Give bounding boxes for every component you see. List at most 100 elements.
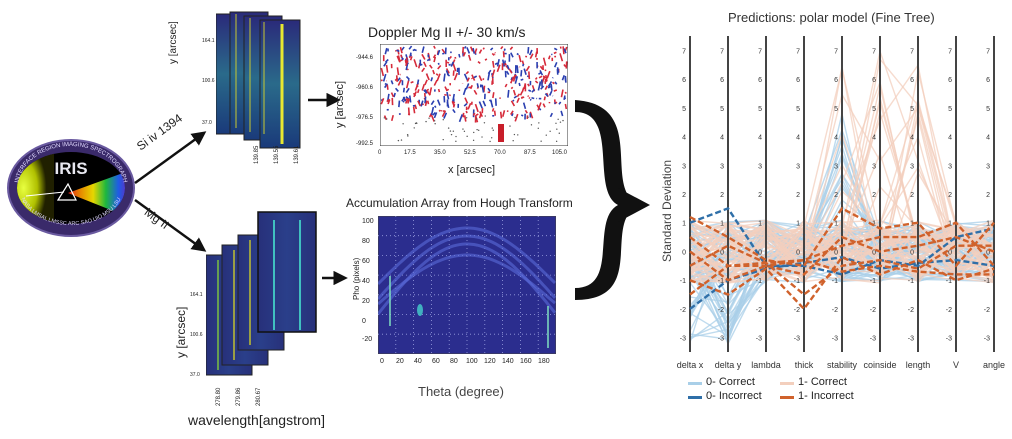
doppler-feature xyxy=(492,92,495,99)
doppler-feature xyxy=(538,75,543,79)
doppler-dot xyxy=(447,127,450,129)
legend-label-0-incorrect: 0- Incorrect xyxy=(706,390,762,402)
pc-ytick-label: -3 xyxy=(984,336,990,343)
pc-ytick-label: 5 xyxy=(910,106,914,113)
doppler-feature xyxy=(394,87,399,92)
doppler-feature xyxy=(538,71,542,75)
pc-ytick-label: -2 xyxy=(984,307,990,314)
pc-axis-label: length xyxy=(906,360,931,370)
doppler-feature xyxy=(520,70,523,77)
doppler-feature xyxy=(407,98,411,104)
pc-ytick-label: -1 xyxy=(832,278,838,285)
doppler-xtick-3: 35.0 xyxy=(434,150,446,156)
doppler-feature xyxy=(503,48,506,51)
pc-ytick-label: 0 xyxy=(682,249,686,256)
doppler-dot xyxy=(538,122,540,124)
doppler-feature xyxy=(446,88,450,91)
hough-ylabel: Pho (pixels) xyxy=(352,257,361,300)
doppler-feature xyxy=(467,102,472,110)
doppler-feature xyxy=(476,83,480,88)
hough-ytick-4: 40 xyxy=(362,278,370,285)
doppler-feature xyxy=(489,99,494,108)
hough-yticks: 100 80 60 40 20 0 -20 xyxy=(362,218,380,348)
doppler-feature xyxy=(384,47,388,55)
doppler-dot xyxy=(450,133,453,136)
hough-xlabel: Theta (degree) xyxy=(418,384,504,399)
mg-xtick-3: 280.67 xyxy=(256,387,262,406)
legend-swatch-1-incorrect xyxy=(780,396,794,399)
doppler-dot xyxy=(462,128,464,130)
doppler-feature xyxy=(563,64,567,68)
pc-ytick-label: 3 xyxy=(872,163,876,170)
pc-axis-label: stability xyxy=(827,360,858,370)
doppler-feature xyxy=(550,84,553,91)
legend-label-0-correct: 0- Correct xyxy=(706,376,755,388)
doppler-dot xyxy=(517,134,519,136)
doppler-dot xyxy=(492,129,494,131)
doppler-feature xyxy=(500,46,504,50)
pc-ytick-label: 2 xyxy=(834,192,838,199)
doppler-dot xyxy=(406,134,409,136)
doppler-feature xyxy=(510,77,514,81)
pc-ytick-label: 2 xyxy=(872,192,876,199)
doppler-feature xyxy=(529,98,532,101)
doppler-feature xyxy=(510,100,516,107)
doppler-feature xyxy=(425,73,430,81)
doppler-feature xyxy=(446,61,450,64)
doppler-dot xyxy=(556,128,558,130)
pc-ytick-label: -3 xyxy=(756,336,762,343)
pc-series-incorrect0 xyxy=(689,206,995,276)
doppler-ytick-4: -992.5 xyxy=(356,141,374,147)
doppler-feature xyxy=(549,81,553,85)
hough-xtick-3: 40 xyxy=(414,358,422,365)
pc-ytick-label: 4 xyxy=(986,135,990,142)
pc-ytick-label: 6 xyxy=(948,77,952,84)
doppler-feature xyxy=(448,63,451,66)
doppler-feature xyxy=(472,112,476,116)
doppler-feature xyxy=(539,65,544,70)
pc-ytick-label: 0 xyxy=(758,249,762,256)
doppler-feature xyxy=(478,49,483,54)
doppler-feature xyxy=(463,115,467,122)
doppler-feature xyxy=(520,114,524,117)
doppler-dot xyxy=(433,120,436,122)
doppler-feature xyxy=(563,95,566,100)
doppler-feature xyxy=(446,91,450,100)
pc-ytick-label: 3 xyxy=(758,163,762,170)
doppler-feature xyxy=(487,72,491,81)
doppler-feature xyxy=(421,67,426,73)
pc-ytick-label: 7 xyxy=(796,48,800,55)
doppler-feature xyxy=(512,89,517,96)
doppler-ytick-1: -944.6 xyxy=(356,55,374,61)
doppler-feature xyxy=(432,69,436,75)
doppler-feature xyxy=(432,111,436,116)
doppler-feature xyxy=(560,89,564,98)
logo-title: IRIS xyxy=(54,159,87,178)
doppler-feature xyxy=(424,102,428,107)
doppler-feature xyxy=(487,87,491,92)
pc-series-incorrect1 xyxy=(689,206,995,268)
hough-ytick-6: 0 xyxy=(362,318,366,325)
pc-ytick-label: 1 xyxy=(834,221,838,228)
pc-ytick-label: 3 xyxy=(720,163,724,170)
pc-ytick-label: -2 xyxy=(946,307,952,314)
doppler-dot xyxy=(407,135,409,137)
iris-logo: IRIS INTERFACE REGION IMAGING SPECTROGRA… xyxy=(7,139,135,237)
doppler-feature xyxy=(469,84,473,90)
doppler-feature xyxy=(509,46,514,51)
pc-ytick-label: 5 xyxy=(872,106,876,113)
doppler-feature xyxy=(445,68,450,74)
doppler-dot xyxy=(425,120,427,123)
hough-ytick-7: -20 xyxy=(362,336,373,343)
doppler-feature xyxy=(396,77,401,82)
hough-ytick-3: 60 xyxy=(362,258,370,265)
doppler-feature xyxy=(430,77,434,82)
doppler-dot xyxy=(509,125,511,127)
doppler-feature xyxy=(426,100,430,105)
pc-ytick-label: 5 xyxy=(758,106,762,113)
doppler-feature xyxy=(469,46,474,52)
doppler-frame xyxy=(380,44,568,146)
doppler-feature xyxy=(510,52,514,58)
doppler-feature xyxy=(525,65,531,72)
pc-ytick-label: 3 xyxy=(986,163,990,170)
